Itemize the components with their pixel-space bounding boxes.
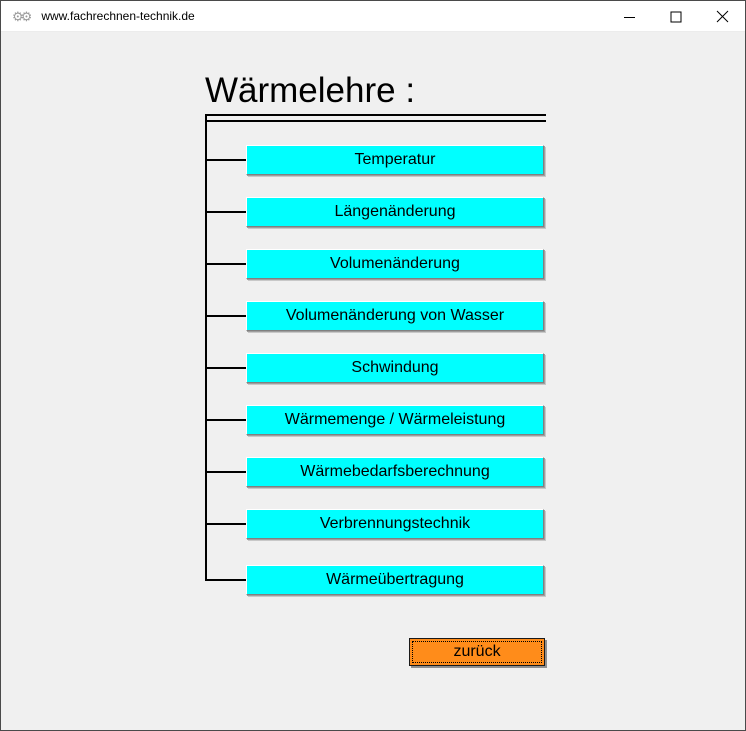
menu-button-temperatur[interactable]: Temperatur: [246, 145, 544, 175]
tree-branch-line: [207, 419, 246, 421]
heading-rule-top: [205, 114, 546, 116]
menu-button-waermeuebertragung[interactable]: Wärmeübertragung: [246, 565, 544, 595]
tree-branch-line: [207, 263, 246, 265]
menu-button-verbrennungstechnik[interactable]: Verbrennungstechnik: [246, 509, 544, 539]
menu-button-waermemenge-waermeleistung[interactable]: Wärmemenge / Wärmeleistung: [246, 405, 544, 435]
page-title: Wärmelehre :: [205, 71, 416, 110]
menu-button-laengenaenderung[interactable]: Längenänderung: [246, 197, 544, 227]
close-button[interactable]: [699, 1, 745, 32]
tree-branch-line: [207, 211, 246, 213]
close-icon: [716, 10, 728, 23]
tree-branch-line: [207, 471, 246, 473]
menu-button-schwindung[interactable]: Schwindung: [246, 353, 544, 383]
maximize-icon: [670, 11, 682, 22]
tree-trunk-line: [205, 114, 207, 581]
heading-rule-bottom: [207, 120, 546, 122]
tree-branch-line: [207, 159, 246, 161]
minimize-button[interactable]: [607, 1, 653, 32]
gears-icon: ⚙⚙: [12, 8, 32, 24]
tree-branch-line: [207, 579, 246, 581]
tree-branch-line: [207, 367, 246, 369]
title-bar: ⚙⚙ www.fachrechnen-technik.de: [1, 1, 745, 32]
minimize-icon: [624, 16, 635, 18]
menu-button-volumenaenderung-von-wasser[interactable]: Volumenänderung von Wasser: [246, 301, 544, 331]
tree-branch-line: [207, 523, 246, 525]
window-title: www.fachrechnen-technik.de: [41, 9, 195, 23]
menu-button-waermebedarfsberechnung[interactable]: Wärmebedarfsberechnung: [246, 457, 544, 487]
maximize-button[interactable]: [653, 1, 699, 32]
window-controls: [607, 1, 745, 32]
menu-button-volumenaenderung[interactable]: Volumenänderung: [246, 249, 544, 279]
back-button[interactable]: zurück: [409, 638, 545, 666]
tree-branch-line: [207, 315, 246, 317]
